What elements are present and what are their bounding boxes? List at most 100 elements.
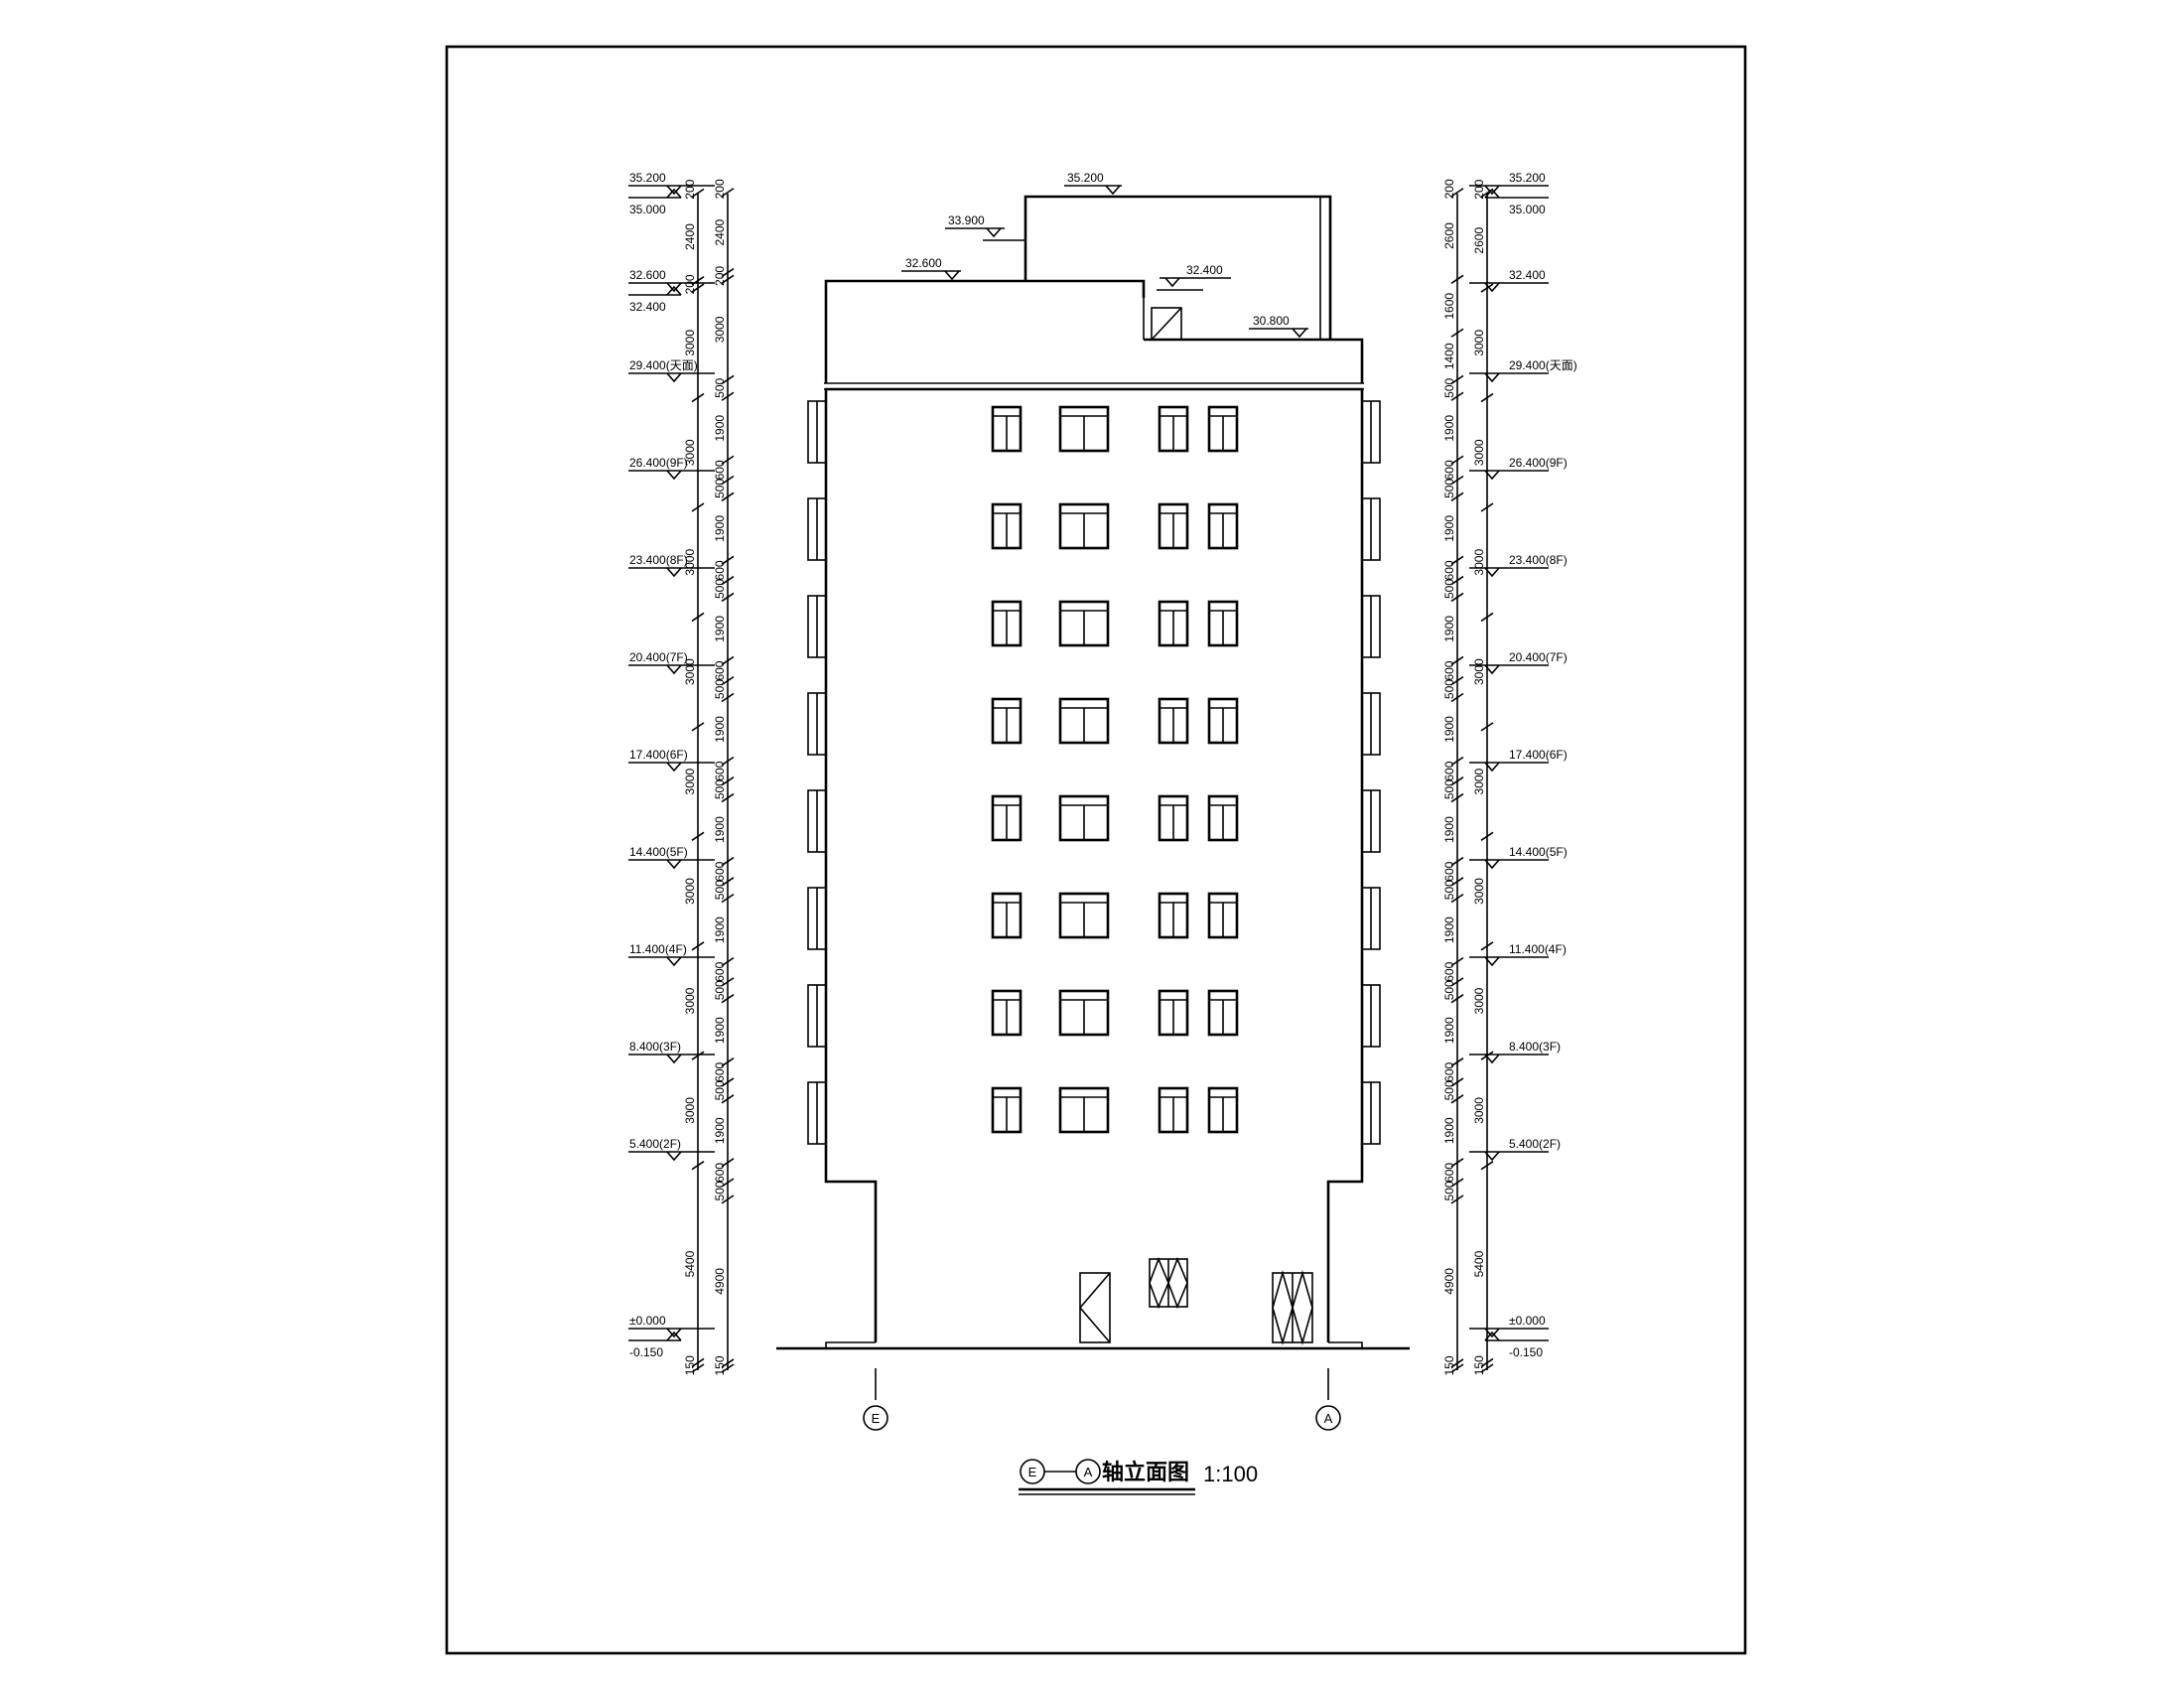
level-sub-label: 32.400 bbox=[629, 300, 666, 314]
dim-tick bbox=[721, 1094, 735, 1104]
dim-value: 150 bbox=[1442, 1355, 1456, 1375]
window bbox=[1207, 600, 1239, 647]
dim-tick bbox=[1450, 655, 1464, 666]
side-window bbox=[807, 1081, 827, 1145]
dim-value: 1900 bbox=[1442, 415, 1456, 442]
dim-value: 3000 bbox=[1472, 1097, 1486, 1124]
level-label: 5.400(2F) bbox=[1509, 1137, 1561, 1151]
dim-value: 500 bbox=[713, 479, 727, 498]
dim-tick bbox=[1450, 1195, 1464, 1204]
dim-value: 500 bbox=[1442, 1181, 1456, 1200]
window bbox=[991, 794, 1023, 842]
dim-value: 1900 bbox=[1442, 1117, 1456, 1144]
level-mark: 5.400(2F) bbox=[1469, 1137, 1561, 1162]
window bbox=[1207, 697, 1239, 745]
level-mark: 26.400(9F) bbox=[1469, 456, 1568, 481]
dim-tick bbox=[1480, 283, 1494, 293]
dim-tick bbox=[1450, 756, 1464, 767]
window bbox=[1207, 502, 1239, 550]
side-window bbox=[1361, 595, 1381, 658]
title-axis-end: A bbox=[1084, 1465, 1093, 1479]
dim-value: 600 bbox=[1442, 861, 1456, 881]
level-mark: ±0.000-0.150 bbox=[628, 1314, 715, 1359]
dim-value: 500 bbox=[713, 779, 727, 799]
dim-tick bbox=[1450, 328, 1464, 338]
level-label: 26.400(9F) bbox=[1509, 456, 1568, 470]
dim-tick bbox=[1450, 776, 1464, 786]
dim-tick bbox=[1450, 1358, 1464, 1368]
dim-value: 1900 bbox=[713, 515, 727, 542]
dim-value: 1900 bbox=[713, 716, 727, 743]
title-text: 轴立面图 bbox=[1102, 1460, 1189, 1484]
dim-tick bbox=[721, 1358, 735, 1368]
level-label: 23.400(8F) bbox=[1509, 553, 1568, 567]
dim-value: 3000 bbox=[683, 768, 697, 794]
dim-value: 600 bbox=[713, 1163, 727, 1183]
right-dimension-texts: 2002600160014005001900600500190060050019… bbox=[1442, 179, 1494, 1375]
roof-hatch bbox=[1151, 307, 1182, 341]
dim-value: 500 bbox=[713, 378, 727, 398]
dim-tick bbox=[1450, 856, 1464, 867]
dim-value: 3000 bbox=[683, 1097, 697, 1124]
dim-tick bbox=[721, 475, 735, 486]
side-window bbox=[1361, 692, 1381, 756]
dim-tick bbox=[1480, 1363, 1494, 1373]
dim-value: 1900 bbox=[713, 816, 727, 843]
window-grid bbox=[991, 405, 1239, 1134]
dim-value: 500 bbox=[1442, 880, 1456, 900]
level-label: 14.400(5F) bbox=[1509, 845, 1568, 859]
window bbox=[1207, 405, 1239, 453]
dim-value: 600 bbox=[1442, 1061, 1456, 1081]
axis-marker-a: A bbox=[1315, 1368, 1341, 1431]
dim-tick bbox=[1450, 575, 1464, 586]
dim-tick bbox=[1450, 1077, 1464, 1087]
side-window bbox=[807, 789, 827, 853]
level-mark: 20.400(7F) bbox=[1469, 650, 1568, 675]
dim-tick bbox=[721, 188, 735, 198]
dim-tick bbox=[1450, 188, 1464, 198]
dim-value: 500 bbox=[1442, 980, 1456, 1000]
level-mark: 11.400(4F) bbox=[628, 942, 715, 967]
level-mark: 32.600 32.400 bbox=[628, 268, 715, 314]
dim-value: 1900 bbox=[713, 415, 727, 442]
window bbox=[1058, 1086, 1110, 1134]
dim-tick bbox=[691, 1161, 705, 1171]
level-mark: 8.400(3F) bbox=[1469, 1040, 1561, 1064]
dim-tick bbox=[691, 276, 705, 286]
level-mark: 14.400(5F) bbox=[1469, 845, 1568, 870]
window bbox=[1207, 892, 1239, 939]
level-label: ±0.000 bbox=[1509, 1314, 1546, 1328]
dim-value: 1900 bbox=[1442, 716, 1456, 743]
level-mark: 5.400(2F) bbox=[628, 1137, 715, 1162]
side-window bbox=[807, 595, 827, 658]
level-mark: 23.400(8F) bbox=[1469, 553, 1568, 578]
dim-tick bbox=[1450, 492, 1464, 501]
dim-tick bbox=[1450, 1057, 1464, 1067]
side-window bbox=[807, 984, 827, 1048]
dim-tick bbox=[721, 1077, 735, 1087]
side-window bbox=[1361, 400, 1381, 464]
dim-tick bbox=[721, 893, 735, 904]
dim-tick bbox=[1480, 1051, 1494, 1060]
dim-value: 1900 bbox=[1442, 515, 1456, 542]
window bbox=[991, 502, 1023, 550]
level-label: 32.600 bbox=[629, 268, 666, 282]
level-mark: 11.400(4F) bbox=[1469, 942, 1567, 967]
window bbox=[1058, 405, 1110, 453]
dim-tick bbox=[691, 502, 705, 512]
dim-value: 200 bbox=[683, 274, 697, 294]
dim-tick bbox=[691, 283, 705, 293]
level-mark-roof-right: 32.400 bbox=[1157, 263, 1231, 291]
dim-tick bbox=[721, 1363, 735, 1373]
dim-tick bbox=[1450, 1178, 1464, 1188]
dim-value: 600 bbox=[713, 460, 727, 480]
window bbox=[991, 989, 1023, 1037]
level-label: 20.400(7F) bbox=[1509, 650, 1568, 664]
dim-tick bbox=[1450, 877, 1464, 887]
window bbox=[1158, 1086, 1189, 1134]
window bbox=[991, 892, 1023, 939]
dim-tick bbox=[1480, 831, 1494, 841]
level-mark: 17.400(6F) bbox=[628, 748, 715, 773]
dim-tick bbox=[691, 392, 705, 403]
